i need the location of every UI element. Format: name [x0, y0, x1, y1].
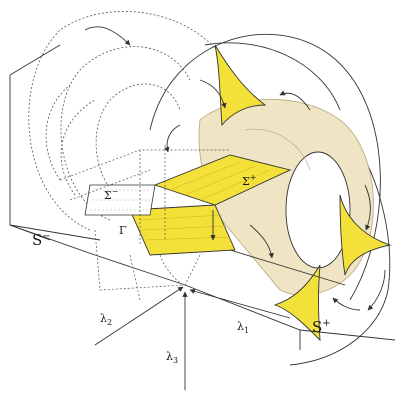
dashed-loops-left [28, 11, 231, 231]
label-s-plus: S+ [312, 318, 331, 336]
label-lambda2: λ2 [100, 312, 112, 327]
dashed-inner [59, 145, 230, 301]
label-s-minus: S− [32, 231, 51, 249]
sigma-minus-strip [84, 184, 156, 216]
right-box-outline [184, 249, 396, 350]
label-lambda1: λ1 [237, 320, 249, 335]
cusp-right [339, 194, 392, 276]
outer-loops [149, 33, 391, 366]
sigma-plus-strip [153, 154, 292, 206]
cusp-top [214, 44, 267, 127]
beige-tube [198, 98, 374, 296]
label-sigma-minus: Σ− [104, 187, 118, 202]
lambda-axes [9, 224, 291, 390]
flow-arrows [84, 26, 386, 311]
label-sigma-plus: Σ+ [242, 173, 256, 188]
cusp-bottom [273, 264, 321, 342]
label-lambda3: λ3 [166, 350, 178, 365]
gamma-strip [129, 204, 236, 256]
label-gamma: Γ [119, 224, 127, 237]
